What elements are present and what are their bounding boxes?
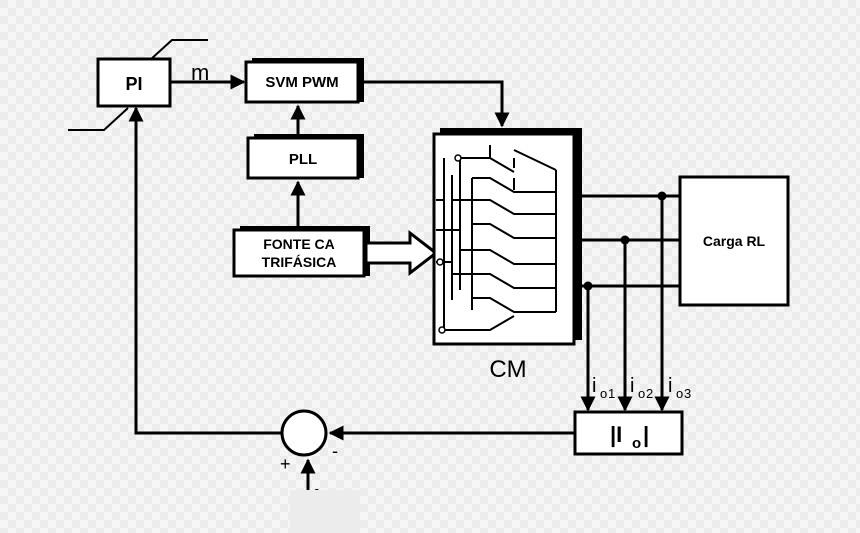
svg-text:1: 1 bbox=[608, 386, 615, 401]
pi-upper-limit-line bbox=[149, 39, 208, 61]
io2-label: i o 2 bbox=[630, 375, 653, 401]
source-label-line1: FONTE CA bbox=[263, 236, 335, 252]
io3-label: i o 3 bbox=[668, 375, 691, 401]
rl-load-block: Carga RL bbox=[678, 175, 790, 307]
pll-label: PLL bbox=[289, 151, 317, 168]
source-label-line2: TRIFÁSICA bbox=[262, 254, 337, 270]
pi-lower-limit-line bbox=[68, 107, 129, 131]
magnitude-subscript: o bbox=[632, 435, 641, 452]
svg-text:o: o bbox=[638, 386, 645, 401]
pi-label: PI bbox=[125, 74, 142, 94]
svg-text:2: 2 bbox=[646, 386, 653, 401]
matrix-converter-block bbox=[432, 128, 582, 346]
crop-mask bbox=[290, 490, 360, 533]
svg-text:i: i bbox=[592, 375, 596, 397]
svg-text:i: i bbox=[668, 375, 672, 397]
svm-pwm-label: SVM PWM bbox=[265, 74, 338, 91]
svg-text:o: o bbox=[600, 386, 607, 401]
io1-label: i o 1 bbox=[592, 375, 615, 401]
svm-to-cm-wire bbox=[362, 80, 510, 128]
cm-label: CM bbox=[489, 356, 526, 383]
summing-junction bbox=[280, 409, 328, 457]
plus-sign: + bbox=[280, 454, 291, 474]
svg-text:3: 3 bbox=[684, 386, 691, 401]
power-flow-arrow bbox=[364, 229, 439, 277]
pll-block: PLL bbox=[246, 134, 364, 180]
error-to-pi-wire bbox=[128, 106, 282, 435]
m-signal-label: m bbox=[191, 60, 209, 85]
three-phase-source-block: FONTE CA TRIFÁSICA bbox=[232, 226, 370, 278]
load-label: Carga RL bbox=[703, 233, 766, 249]
magnitude-label: |I bbox=[610, 422, 622, 447]
svm-pwm-block: SVM PWM bbox=[244, 58, 364, 104]
switch-matrix bbox=[436, 145, 557, 331]
minus-sign: - bbox=[332, 441, 338, 461]
svg-text:i: i bbox=[630, 375, 634, 397]
magnitude-label-end: | bbox=[643, 422, 649, 447]
current-magnitude-block: |I o | bbox=[573, 410, 684, 456]
pi-controller-block: PI bbox=[68, 39, 208, 131]
svg-text:o: o bbox=[676, 386, 683, 401]
